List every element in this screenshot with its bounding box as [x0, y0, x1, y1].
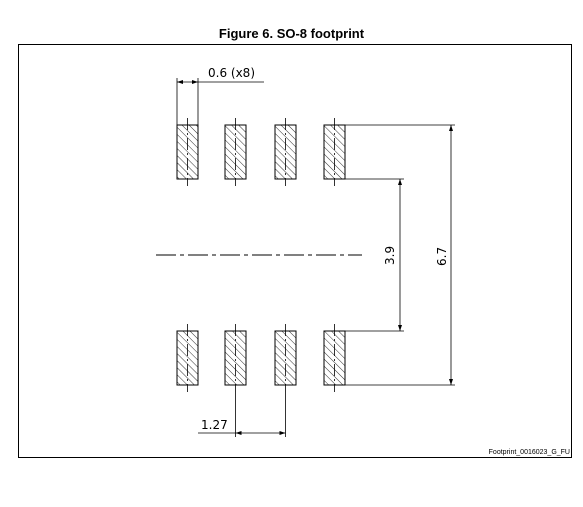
pad-bottom-1 — [176, 324, 199, 392]
pad-top-4 — [323, 118, 346, 186]
pitch-label: 1.27 — [201, 418, 228, 432]
inner-span-dimension — [345, 178, 404, 332]
outer-span-label: 6.7 — [435, 247, 449, 266]
outer-span-dimension — [345, 124, 455, 386]
inner-span-label: 3.9 — [383, 246, 397, 265]
pad-width-label: 0.6 (x8) — [208, 66, 255, 80]
pitch-dimension — [198, 392, 286, 437]
pad-width-dimension — [176, 78, 264, 125]
pad-bottom-4 — [323, 324, 346, 392]
figure-title: Figure 6. SO-8 footprint — [218, 26, 365, 41]
pad-top-2 — [224, 118, 247, 186]
figure-frame — [18, 44, 572, 458]
pad-bottom-2 — [224, 324, 247, 392]
pad-bottom-3 — [274, 324, 297, 392]
pad-top-1 — [176, 118, 199, 186]
pad-row-bottom — [176, 324, 346, 392]
figure-reference: Footprint_0016023_G_FU — [489, 449, 570, 456]
pad-top-3 — [274, 118, 297, 186]
pad-row-top — [176, 118, 346, 186]
